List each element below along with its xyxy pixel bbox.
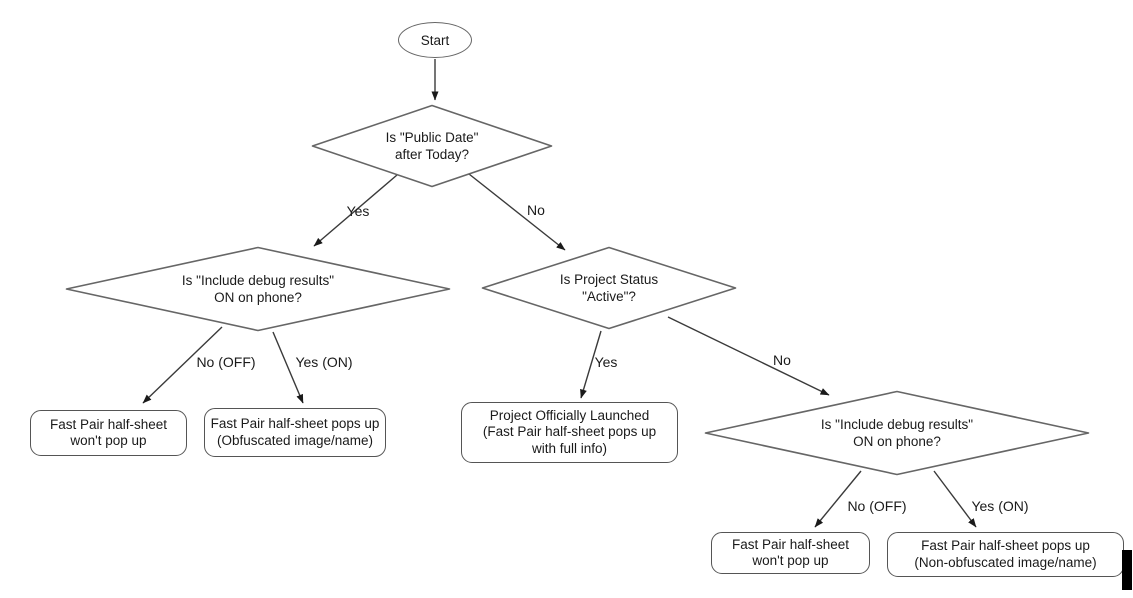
decision-debug-right-line2: ON on phone? (853, 434, 941, 449)
diamond-shape (481, 246, 737, 330)
edge-label-status-no: No (773, 352, 791, 368)
result-no-popup-left-line2: won't pop up (70, 433, 147, 448)
edge-label-debug-left-no: No (OFF) (196, 354, 256, 370)
diamond-shape (311, 104, 553, 188)
edge-label-debug-right-no: No (OFF) (847, 498, 907, 514)
decision-project-status-line1: Is Project Status (559, 272, 659, 287)
result-no-popup-left: Fast Pair half-sheet won't pop up (30, 410, 187, 456)
start-node: Start (398, 22, 472, 58)
decision-project-status: Is Project Status "Active"? (481, 246, 737, 330)
diamond-shape (65, 246, 451, 332)
result-non-obfuscated-popup-line2: (Non-obfuscated image/name) (914, 554, 1097, 570)
decision-public-date: Is "Public Date" after Today? (311, 104, 553, 188)
edge-label-debug-left-yes: Yes (ON) (295, 354, 353, 370)
decision-debug-right: Is "Include debug results" ON on phone? (704, 390, 1090, 476)
result-no-popup-right-line2: won't pop up (752, 553, 829, 568)
diamond-shape (704, 390, 1090, 476)
result-non-obfuscated-popup-line1: Fast Pair half-sheet pops up (921, 538, 1090, 553)
result-no-popup-left-line1: Fast Pair half-sheet (49, 416, 168, 432)
edge-debug-right-yes (933, 470, 977, 528)
result-launched-line1: Project Officially Launched (489, 407, 650, 423)
decision-debug-left-line2: ON on phone? (214, 290, 302, 305)
edge-label-debug-right-yes: Yes (ON) (971, 498, 1029, 514)
decision-project-status-line2: "Active"? (582, 289, 636, 304)
start-label: Start (420, 32, 450, 48)
edge-label-status-yes: Yes (594, 354, 618, 370)
edge-label-public-date-yes: Yes (346, 203, 370, 219)
result-obfuscated-popup-line1: Fast Pair half-sheet pops up (210, 416, 380, 431)
decision-debug-left-line1: Is "Include debug results" (181, 273, 335, 288)
result-non-obfuscated-popup: Fast Pair half-sheet pops up (Non-obfusc… (887, 532, 1124, 577)
decision-debug-right-line1: Is "Include debug results" (820, 417, 974, 432)
decision-debug-left: Is "Include debug results" ON on phone? (65, 246, 451, 332)
result-launched: Project Officially Launched (Fast Pair h… (461, 402, 678, 463)
edge-label-public-date-no: No (527, 202, 545, 218)
result-obfuscated-popup: Fast Pair half-sheet pops up (Obfuscated… (204, 408, 386, 457)
decision-public-date-line2: after Today? (394, 147, 470, 162)
result-no-popup-right-line1: Fast Pair half-sheet (731, 536, 850, 552)
result-launched-line3: with full info) (531, 440, 608, 456)
result-launched-line2: (Fast Pair half-sheet pops up (482, 424, 657, 440)
text-cursor-artifact (1122, 550, 1132, 590)
decision-public-date-line1: Is "Public Date" (385, 130, 479, 145)
result-obfuscated-popup-line2: (Obfuscated image/name) (216, 432, 374, 448)
result-no-popup-right: Fast Pair half-sheet won't pop up (711, 532, 870, 574)
